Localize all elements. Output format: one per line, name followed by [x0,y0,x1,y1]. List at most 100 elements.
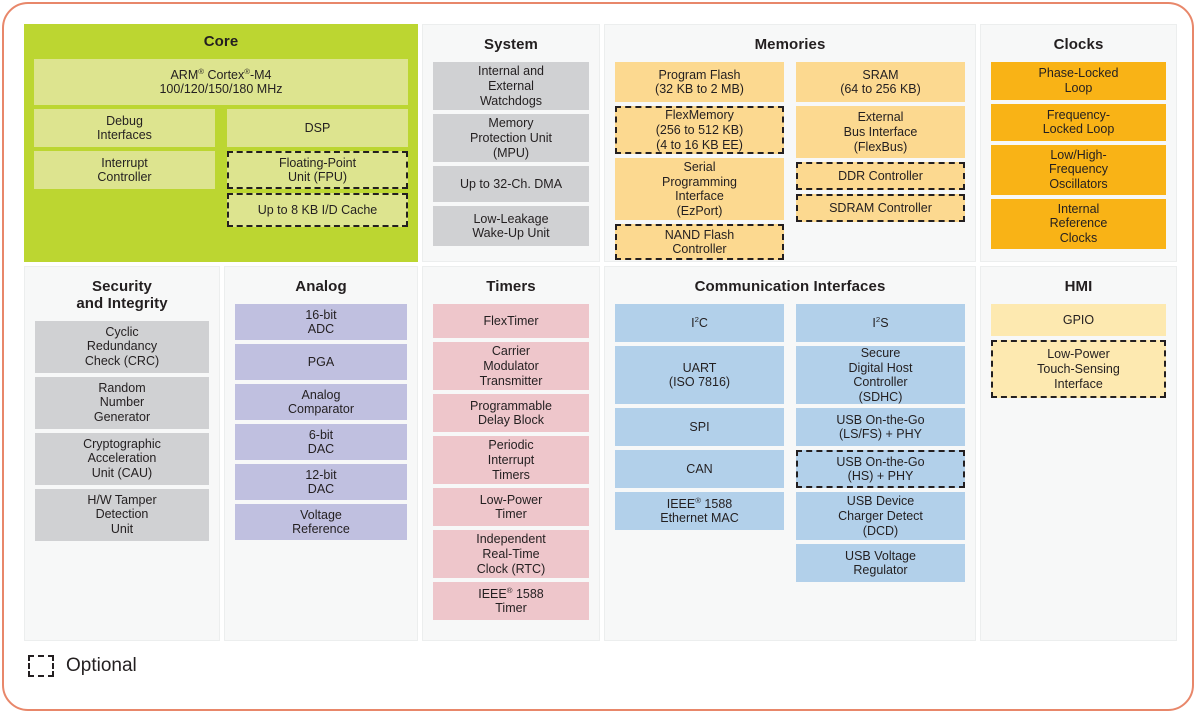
block-dma[interactable]: Up to 32-Ch. DMA [433,166,589,203]
block-program-flash[interactable]: Program Flash(32 KB to 2 MB) [615,62,784,103]
panel-title-communication: Communication Interfaces [694,278,886,295]
block-flexmemory[interactable]: FlexMemory(256 to 512 KB)(4 to 16 KB EE) [615,106,784,155]
block-spi[interactable]: SPI [615,408,784,447]
diagram-canvas: Core ARM® Cortex®-M4 100/120/150/180 MHz… [24,24,1189,699]
block-dsp[interactable]: DSP [227,109,408,148]
block-sram[interactable]: SRAM(64 to 256 KB) [796,62,965,103]
block-arm-cortex-m4[interactable]: ARM® Cortex®-M4 100/120/150/180 MHz [34,59,408,106]
block-gpio[interactable]: GPIO [991,304,1166,337]
block-label-line1: ARM® Cortex®-M4 [170,66,272,82]
block-usb-otg-hs[interactable]: USB On-the-Go(HS) + PHY [796,450,965,489]
panel-title-security: Security and Integrity [35,278,209,313]
block-i2s[interactable]: I2S [796,304,965,343]
block-label: I2S [872,314,889,330]
block-sdram-controller[interactable]: SDRAM Controller [796,194,965,223]
block-ddr-controller[interactable]: DDR Controller [796,162,965,191]
block-can[interactable]: CAN [615,450,784,489]
panel-communication-interfaces: Communication Interfaces I2C UART(ISO 78… [604,266,976,641]
legend-label-optional: Optional [66,655,137,676]
block-label: UART(ISO 7816) [668,360,731,390]
block-i2c[interactable]: I2C [615,304,784,343]
block-flextimer[interactable]: FlexTimer [433,304,589,339]
block-label: Frequency-Locked Loop [1042,107,1115,137]
panel-title-hmi: HMI [1064,278,1093,295]
panel-title-core: Core [203,33,239,50]
block-uart[interactable]: UART(ISO 7816) [615,346,784,405]
block-frequency-locked-loop[interactable]: Frequency-Locked Loop [991,103,1166,141]
block-id-cache[interactable]: Up to 8 KB I/D Cache [227,193,408,228]
panel-core: Core ARM® Cortex®-M4 100/120/150/180 MHz… [24,24,418,262]
block-pga[interactable]: PGA [235,344,407,381]
panel-title-analog: Analog [295,278,347,295]
panel-title-line1: Security [92,278,152,295]
block-usb-otg-lsfs[interactable]: USB On-the-Go(LS/FS) + PHY [796,408,965,447]
panel-title-timers: Timers [486,278,536,295]
